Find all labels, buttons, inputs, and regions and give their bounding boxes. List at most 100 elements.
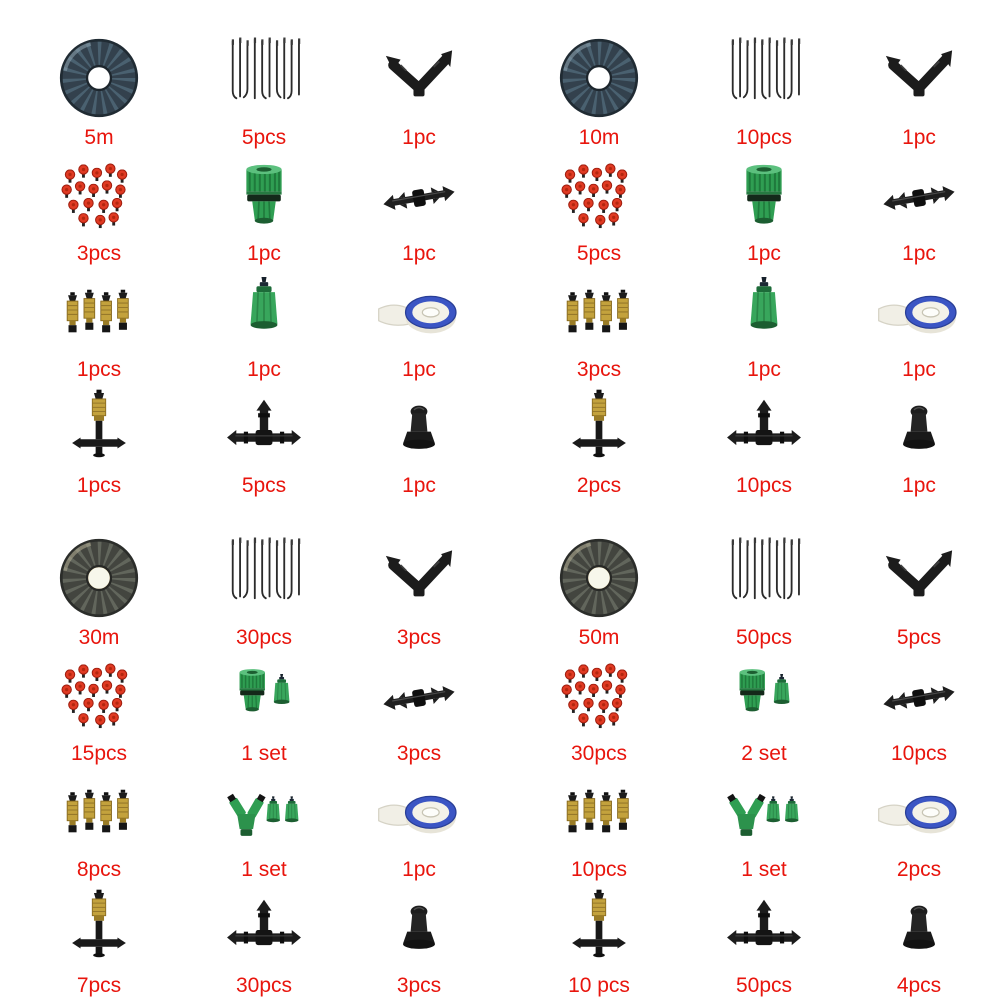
product-item-faucet-connector: 1pc: [184, 148, 344, 264]
teflon-tape-icon: [372, 272, 466, 356]
quantity-label: 10pcs: [570, 858, 628, 881]
quantity-label: 50pcs: [735, 626, 793, 649]
product-item-teflon-tape: 2pcs: [844, 764, 994, 880]
quantity-label: 10pcs: [735, 474, 793, 497]
product-item-brass-nozzles: 1pcs: [14, 264, 184, 380]
product-item-quick-connector: 1pc: [684, 264, 844, 380]
product-item-brass-nozzles: 3pcs: [514, 264, 684, 380]
y-connector-set-icon: [217, 772, 311, 856]
product-item-end-plug: 1pc: [844, 380, 994, 496]
nozzle-tee-icon: [552, 388, 646, 472]
end-plug-icon: [372, 888, 466, 972]
quantity-label: 5m: [84, 126, 114, 149]
quantity-label: 3pcs: [396, 974, 442, 997]
product-item-barbed-connector: 3pcs: [344, 648, 494, 764]
quantity-label: 1pc: [902, 242, 936, 265]
product-item-hose-coil: 30m: [14, 532, 184, 648]
product-item-drip-stakes: 10pcs: [684, 32, 844, 148]
hose-coil-icon: [546, 532, 652, 624]
red-drippers-icon: [552, 656, 646, 740]
connector-set-icon: [217, 656, 311, 740]
quick-connector-icon: [717, 272, 811, 356]
product-item-drip-stakes: 5pcs: [184, 32, 344, 148]
quantity-label: 1pcs: [76, 358, 122, 381]
product-item-y-connector-set: 1 set: [184, 764, 344, 880]
product-item-brass-nozzles: 8pcs: [14, 764, 184, 880]
product-item-connector-set: 1 set: [184, 648, 344, 764]
quantity-label: 50pcs: [735, 974, 793, 997]
elbow-connector-icon: [866, 532, 972, 624]
hose-coil-icon: [46, 32, 152, 124]
quantity-label: 50m: [578, 626, 620, 649]
barbed-connector-icon: [372, 156, 466, 240]
quantity-label: 3pcs: [76, 242, 122, 265]
product-item-hose-coil: 10m: [514, 32, 684, 148]
quantity-label: 15pcs: [70, 742, 128, 765]
product-item-red-drippers: 3pcs: [14, 148, 184, 264]
product-item-end-plug: 3pcs: [344, 880, 494, 996]
quantity-label: 1pc: [247, 358, 281, 381]
tee-connector-icon: [217, 888, 311, 972]
product-item-barbed-connector: 1pc: [844, 148, 994, 264]
quantity-label: 2pcs: [576, 474, 622, 497]
y-connector-set-icon: [717, 772, 811, 856]
quantity-label: 5pcs: [241, 126, 287, 149]
quantity-label: 5pcs: [896, 626, 942, 649]
end-plug-icon: [372, 388, 466, 472]
product-item-drip-stakes: 50pcs: [684, 532, 844, 648]
quantity-label: 10m: [578, 126, 620, 149]
drip-stakes-icon: [711, 532, 817, 624]
drip-stakes-icon: [711, 32, 817, 124]
hose-coil-icon: [46, 532, 152, 624]
product-item-elbow-connector: 3pcs: [344, 532, 494, 648]
teflon-tape-icon: [872, 772, 966, 856]
barbed-connector-icon: [872, 656, 966, 740]
nozzle-tee-icon: [52, 388, 146, 472]
quantity-label: 4pcs: [896, 974, 942, 997]
quantity-label: 30m: [78, 626, 120, 649]
teflon-tape-icon: [872, 272, 966, 356]
tee-connector-icon: [717, 388, 811, 472]
product-item-hose-coil: 5m: [14, 32, 184, 148]
product-item-connector-set: 2 set: [684, 648, 844, 764]
product-item-barbed-connector: 1pc: [344, 148, 494, 264]
product-item-brass-nozzles: 10pcs: [514, 764, 684, 880]
quantity-label: 1pc: [902, 358, 936, 381]
quantity-label: 10pcs: [735, 126, 793, 149]
product-item-barbed-connector: 10pcs: [844, 648, 994, 764]
elbow-connector-icon: [366, 32, 472, 124]
end-plug-icon: [872, 388, 966, 472]
product-item-tee-connector: 5pcs: [184, 380, 344, 496]
tee-connector-icon: [717, 888, 811, 972]
elbow-connector-icon: [866, 32, 972, 124]
red-drippers-icon: [52, 656, 146, 740]
product-item-nozzle-tee: 7pcs: [14, 880, 184, 996]
quantity-label: 1 set: [241, 742, 287, 765]
quantity-label: 5pcs: [576, 242, 622, 265]
product-item-tee-connector: 30pcs: [184, 880, 344, 996]
quantity-label: 8pcs: [76, 858, 122, 881]
quantity-label: 5pcs: [241, 474, 287, 497]
brass-nozzles-icon: [52, 772, 146, 856]
quantity-label: 1 set: [741, 858, 787, 881]
product-item-elbow-connector: 5pcs: [844, 532, 994, 648]
quick-connector-icon: [217, 272, 311, 356]
quantity-label: 1pc: [247, 242, 281, 265]
product-item-tee-connector: 50pcs: [684, 880, 844, 996]
quantity-label: 10pcs: [890, 742, 948, 765]
quantity-label: 1pcs: [76, 474, 122, 497]
quantity-label: 30pcs: [235, 626, 293, 649]
faucet-connector-icon: [717, 156, 811, 240]
quantity-label: 1pc: [747, 242, 781, 265]
end-plug-icon: [872, 888, 966, 972]
quantity-label: 1pc: [402, 858, 436, 881]
connector-set-icon: [717, 656, 811, 740]
quantity-label: 1pc: [902, 126, 936, 149]
quantity-label: 1pc: [402, 474, 436, 497]
quantity-label: 1pc: [402, 358, 436, 381]
barbed-connector-icon: [372, 656, 466, 740]
product-item-end-plug: 4pcs: [844, 880, 994, 996]
